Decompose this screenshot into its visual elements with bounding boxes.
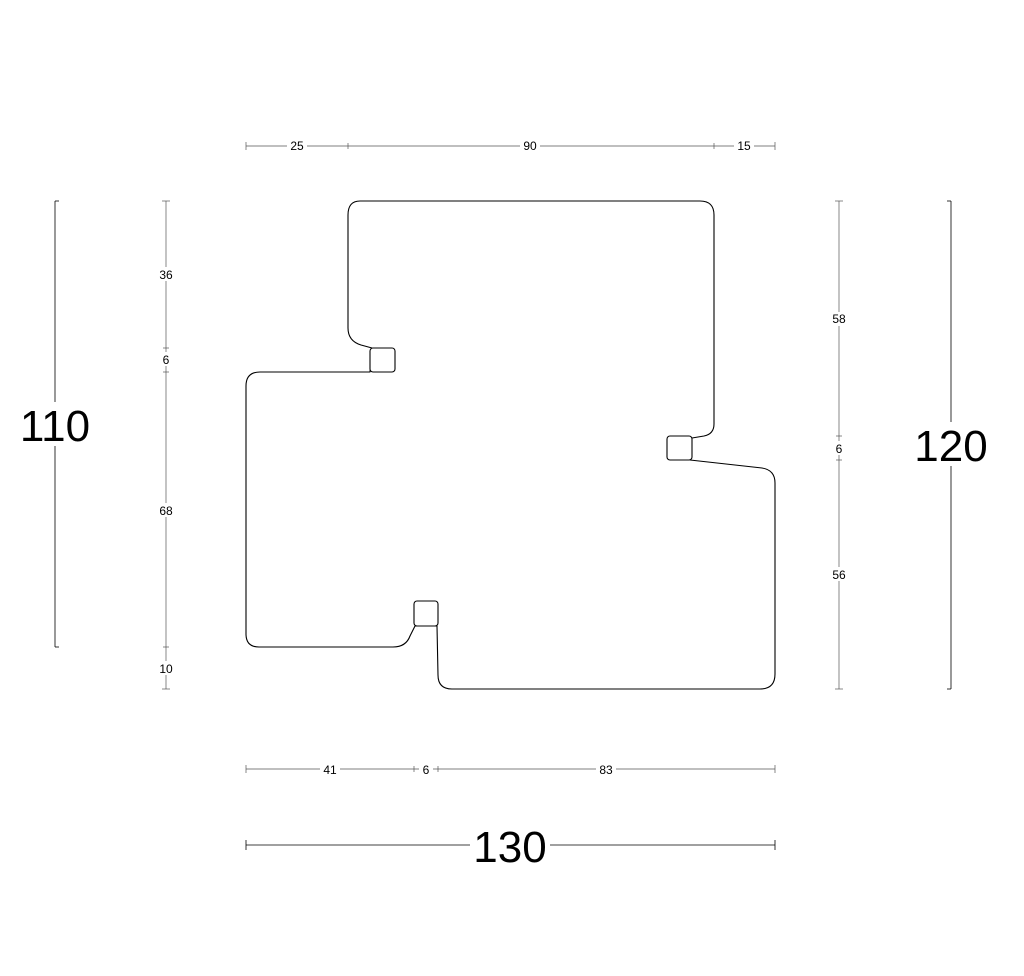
overall-left-height-dimension: 110 bbox=[16, 200, 94, 648]
top-segment-label: 90 bbox=[523, 139, 537, 153]
right-segment-label: 56 bbox=[832, 568, 846, 582]
top-segment-label: 15 bbox=[737, 139, 751, 153]
notch-bottom bbox=[413, 600, 439, 627]
bottom-segment-dimension: 41 6 83 bbox=[245, 762, 776, 777]
left-segment-dimension: 36 6 68 10 bbox=[156, 200, 176, 690]
right-segment-dimension: 58 6 56 bbox=[829, 200, 849, 690]
shape-outline bbox=[245, 200, 776, 690]
overall-right-height-dimension: 120 bbox=[912, 200, 990, 690]
notch-top-left bbox=[369, 347, 396, 373]
overall-width-dimension: 130 bbox=[245, 823, 776, 872]
bottom-segment-label: 6 bbox=[423, 763, 430, 777]
left-segment-label: 36 bbox=[159, 268, 173, 282]
bottom-segment-label: 41 bbox=[323, 763, 337, 777]
notch-right bbox=[666, 435, 693, 461]
bottom-segment-label: 83 bbox=[599, 763, 613, 777]
top-dimension: 25 90 15 bbox=[245, 139, 776, 153]
left-segment-label: 68 bbox=[159, 504, 173, 518]
overall-left-height-label: 110 bbox=[20, 402, 90, 451]
left-segment-label: 10 bbox=[159, 662, 173, 676]
left-segment-label: 6 bbox=[163, 353, 170, 367]
overall-right-height-label: 120 bbox=[914, 422, 987, 471]
right-segment-label: 58 bbox=[832, 312, 846, 326]
top-segment-label: 25 bbox=[290, 139, 304, 153]
overall-width-label: 130 bbox=[473, 823, 546, 872]
right-segment-label: 6 bbox=[836, 442, 843, 456]
